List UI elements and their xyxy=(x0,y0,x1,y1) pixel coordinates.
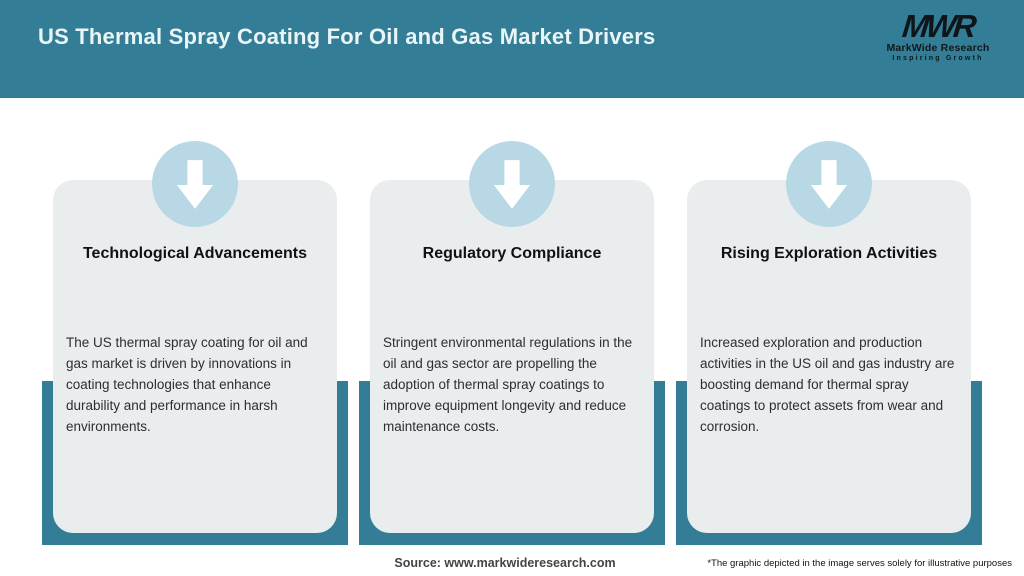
card-description: The US thermal spray coating for oil and… xyxy=(66,335,308,434)
logo-name: MarkWide Research xyxy=(886,42,990,54)
header-band: US Thermal Spray Coating For Oil and Gas… xyxy=(0,0,1024,98)
down-arrow-icon xyxy=(152,141,238,227)
card-title: Technological Advancements xyxy=(82,245,308,262)
mwr-logo-icon: MWR xyxy=(900,8,976,44)
card-title: Regulatory Compliance xyxy=(422,245,602,262)
driver-card-rising-exploration-activities: Rising Exploration Activities Increased … xyxy=(676,141,982,545)
logo-tagline: Inspiring Growth xyxy=(892,55,984,62)
driver-card-technological-advancements: Technological Advancements The US therma… xyxy=(42,141,348,545)
markwide-logo: MWR MarkWide Research Inspiring Growth xyxy=(878,8,998,62)
card-description: Stringent environmental regulations in t… xyxy=(383,335,633,434)
card-title: Rising Exploration Activities xyxy=(720,245,938,262)
down-arrow-icon xyxy=(469,141,555,227)
card-body: Rising Exploration Activities Increased … xyxy=(687,180,971,533)
card-body: Regulatory Compliance Stringent environm… xyxy=(370,180,654,533)
source-text: Source: www.markwideresearch.com xyxy=(394,556,616,570)
card-description: Increased exploration and production act… xyxy=(700,335,955,434)
page-title: US Thermal Spray Coating For Oil and Gas… xyxy=(38,24,656,49)
card-body: Technological Advancements The US therma… xyxy=(53,180,337,533)
driver-card-regulatory-compliance: Regulatory Compliance Stringent environm… xyxy=(359,141,665,545)
down-arrow-icon xyxy=(786,141,872,227)
disclaimer-text: *The graphic depicted in the image serve… xyxy=(707,558,1012,569)
